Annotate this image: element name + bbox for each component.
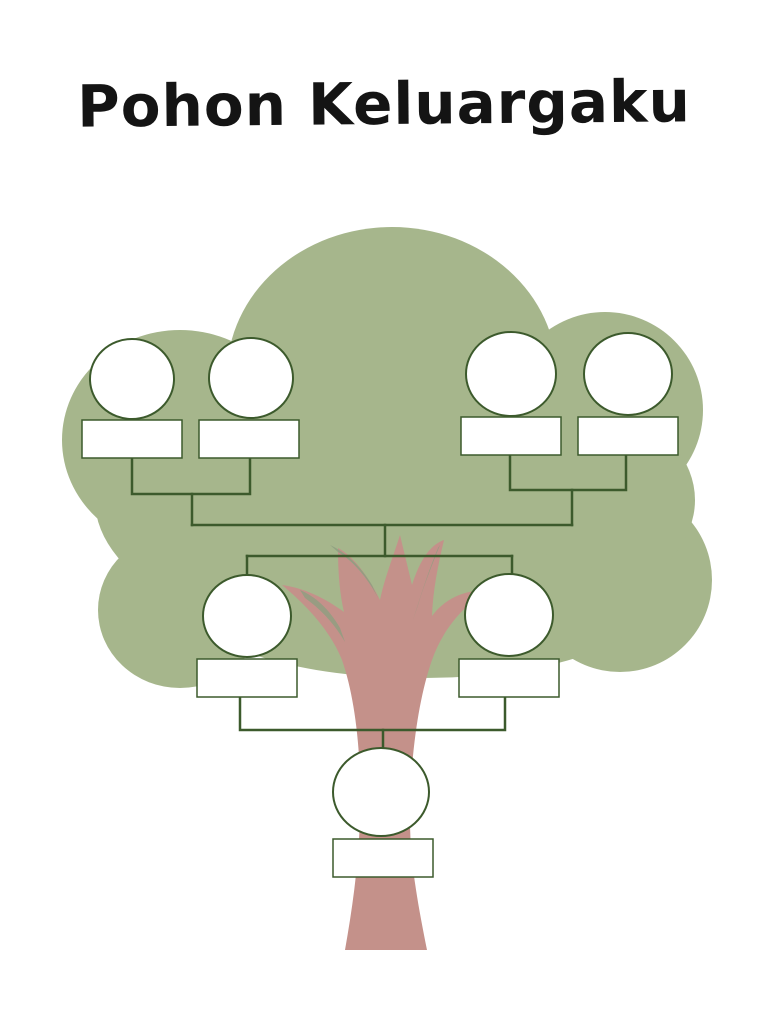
photo-circle[interactable] (89, 338, 175, 420)
grandparent-right-2 (577, 332, 679, 456)
grandparent-left-1 (81, 338, 183, 459)
photo-circle[interactable] (202, 574, 292, 658)
name-box[interactable] (458, 658, 560, 698)
name-box[interactable] (332, 838, 434, 878)
grandparent-right-1 (460, 331, 562, 456)
name-box[interactable] (196, 658, 298, 698)
photo-circle[interactable] (464, 573, 554, 657)
name-box[interactable] (577, 416, 679, 456)
parent-right (458, 573, 560, 698)
grandparent-left-2 (198, 337, 300, 459)
child (332, 747, 434, 878)
name-box[interactable] (198, 419, 300, 459)
name-box[interactable] (460, 416, 562, 456)
photo-circle[interactable] (208, 337, 294, 419)
tree-trunk (282, 535, 488, 950)
photo-circle[interactable] (583, 332, 673, 416)
photo-circle[interactable] (332, 747, 430, 837)
parent-left (196, 574, 298, 698)
name-box[interactable] (81, 419, 183, 459)
connector-lines (130, 453, 628, 750)
photo-circle[interactable] (465, 331, 557, 417)
